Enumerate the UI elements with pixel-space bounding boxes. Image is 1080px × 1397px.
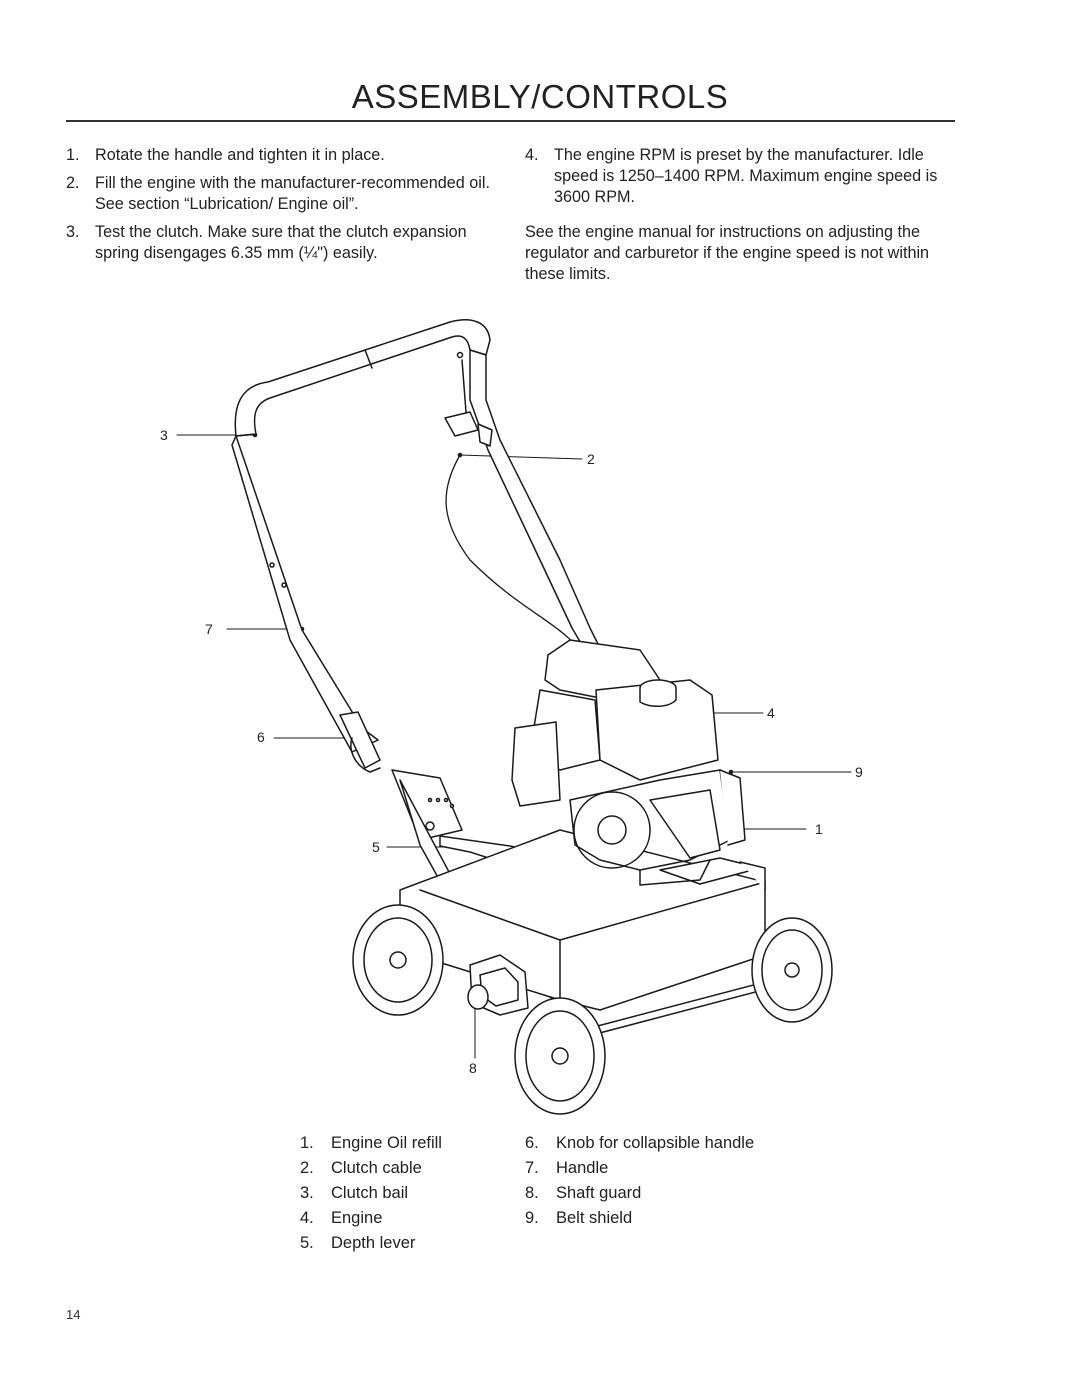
step-item: 2. Fill the engine with the manufacturer-… (66, 173, 498, 215)
right-rear-wheel (751, 917, 833, 1023)
step-number: 2. (66, 174, 80, 192)
page-title: ASSEMBLY/CONTROLS (351, 78, 729, 115)
legend-number: 1. (300, 1134, 314, 1152)
handle-tube (231, 319, 603, 753)
callout-2: 2 (587, 451, 595, 467)
step-number: 1. (66, 146, 80, 164)
legend-number: 4. (300, 1209, 314, 1227)
legend-label: Clutch bail (331, 1184, 409, 1202)
callout-7: 7 (205, 621, 213, 637)
clutch-control (444, 359, 581, 651)
step-item: 1. Rotate the handle and tighten it in pl… (66, 145, 498, 166)
callout-6: 6 (257, 729, 265, 745)
legend-label: Depth lever (331, 1234, 416, 1252)
legend-number: 3. (300, 1184, 314, 1202)
legend-label: Belt shield (556, 1209, 633, 1227)
parts-legend-left: 1. Engine Oil refill 2. Clutch cable 3. Clu… (300, 1131, 510, 1256)
callout-3: 3 (160, 427, 168, 443)
page-number: 14 (66, 1307, 81, 1322)
legend-item: 6. Knob for collapsible handle (525, 1131, 815, 1156)
legend-label: Handle (556, 1159, 609, 1177)
legend-number: 5. (300, 1234, 314, 1252)
legend-label: Shaft guard (556, 1184, 642, 1202)
callout-9: 9 (855, 764, 863, 780)
step-item: 4. The engine RPM is preset by the manufa… (525, 145, 957, 208)
step-text: The engine RPM is preset by the manufact… (554, 146, 938, 206)
legend-label: Clutch cable (331, 1159, 422, 1177)
legend-item: 8. Shaft guard (525, 1181, 815, 1206)
instructions-left-column: 1. Rotate the handle and tighten it in pl… (66, 145, 498, 271)
legend-number: 9. (525, 1209, 539, 1227)
legend-number: 6. (525, 1134, 539, 1152)
legend-label: Engine Oil refill (331, 1134, 442, 1152)
legend-item: 7. Handle (525, 1156, 815, 1181)
step-text: Test the clutch. Make sure that the clut… (95, 223, 467, 262)
legend-item: 1. Engine Oil refill (300, 1131, 510, 1156)
deck (399, 829, 766, 1011)
step-item: 3. Test the clutch. Make sure that the cl… (66, 222, 498, 264)
engine (511, 639, 746, 886)
legend-number: 7. (525, 1159, 539, 1177)
callout-8: 8 (469, 1060, 477, 1076)
parts-legend-right: 6. Knob for collapsible handle 7. Handle 8… (525, 1131, 815, 1231)
instructions-right-column: 4. The engine RPM is preset by the manufa… (525, 145, 957, 285)
legend-item: 9. Belt shield (525, 1206, 815, 1231)
legend-item: 2. Clutch cable (300, 1156, 510, 1181)
legend-item: 4. Engine (300, 1206, 510, 1231)
callout-1: 1 (815, 821, 823, 837)
callout-4: 4 (767, 705, 775, 721)
step-number: 4. (525, 146, 539, 164)
legend-item: 5. Depth lever (300, 1231, 510, 1256)
legend-number: 2. (300, 1159, 314, 1177)
front-wheel (514, 997, 606, 1115)
handle-bolts (269, 351, 464, 588)
title-rule (66, 120, 955, 122)
step-text: Rotate the handle and tighten it in plac… (95, 146, 385, 164)
legend-number: 8. (525, 1184, 539, 1202)
legend-label: Knob for collapsible handle (556, 1134, 755, 1152)
engine-manual-note: See the engine manual for instructions o… (525, 223, 930, 283)
left-rear-wheel (352, 904, 444, 1016)
step-text: Fill the engine with the manufacturer-re… (95, 174, 490, 213)
shaft-guard (467, 954, 529, 1016)
legend-item: 3. Clutch bail (300, 1181, 510, 1206)
legend-label: Engine (331, 1209, 383, 1227)
step-number: 3. (66, 223, 80, 241)
callout-5: 5 (372, 839, 380, 855)
